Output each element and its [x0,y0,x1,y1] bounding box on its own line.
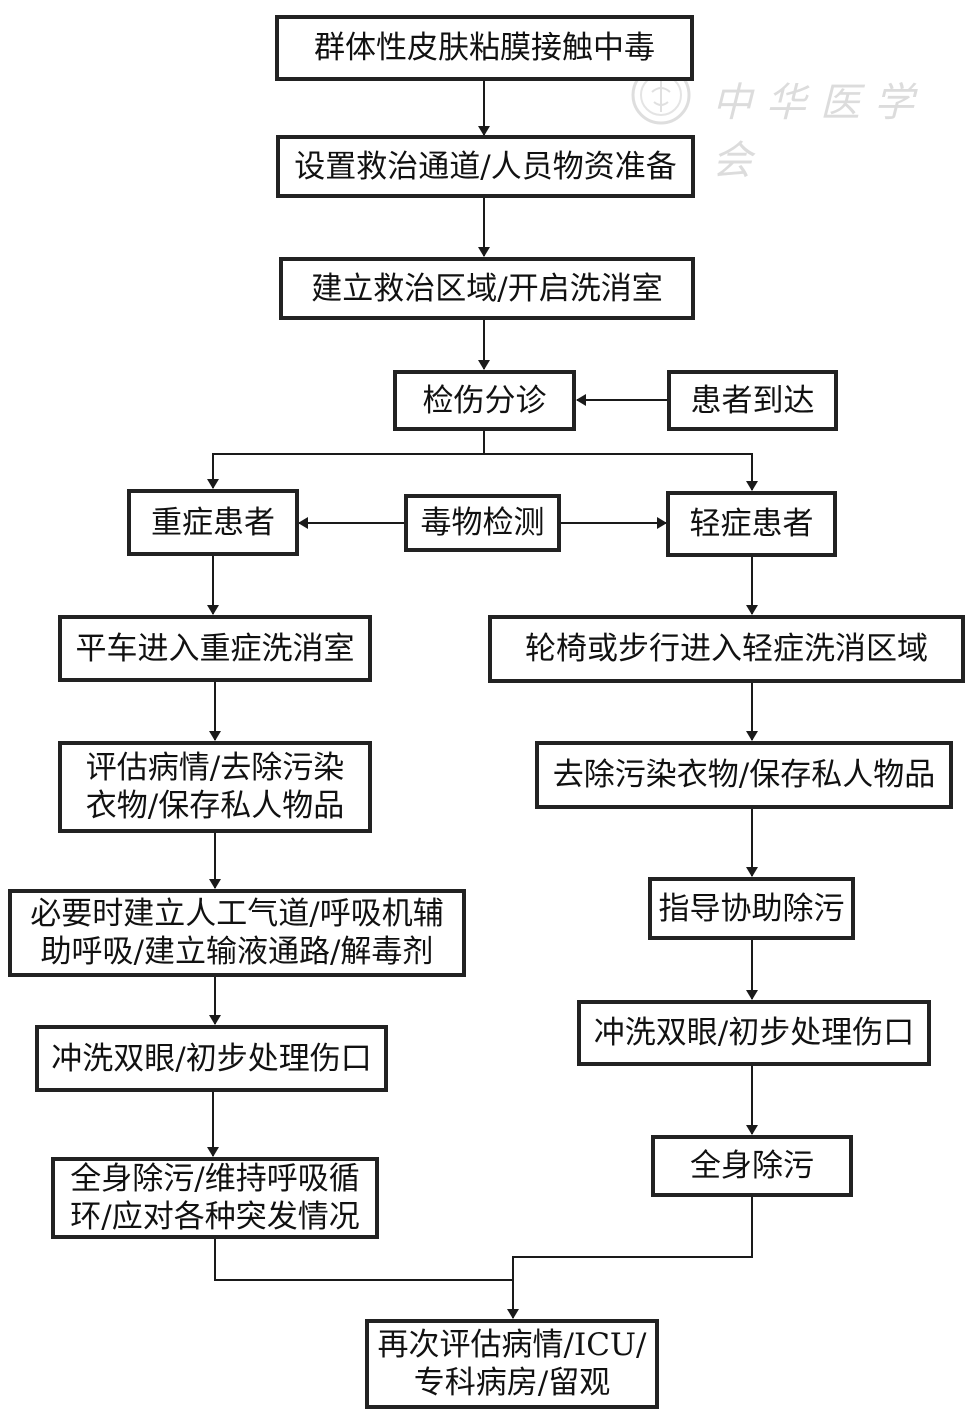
node-final: 再次评估病情/ICU/ 专科病房/留观 [365,1319,659,1409]
node-mild-wash: 冲洗双眼/初步处理伤口 [577,1000,931,1066]
node-severe: 重症患者 [127,489,299,556]
edge-mild-decon-final [507,1196,753,1319]
edge-severe-decon-final [214,1238,513,1281]
node-severe-wash: 冲洗双眼/初步处理伤口 [35,1025,388,1092]
node-severe-decon: 全身除污/维持呼吸循 环/应对各种突发情况 [51,1157,379,1239]
watermark-text: 中华医学会 [712,80,928,184]
node-mild-guide: 指导协助除污 [648,877,855,940]
node-mild-decon: 全身除污 [651,1135,853,1197]
node-zone: 建立救治区域/开启洗消室 [279,257,695,320]
node-severe-support: 必要时建立人工气道/呼吸机辅 助呼吸/建立输液通路/解毒剂 [8,889,466,977]
node-start: 群体性皮肤粘膜接触中毒 [275,15,694,81]
node-toxin-test: 毒物检测 [404,494,561,552]
edge-triage-mild [484,453,758,491]
node-prepare: 设置救治通道/人员物资准备 [276,135,695,198]
node-mild-clothes: 去除污染衣物/保存私人物品 [535,741,953,809]
node-severe-assess: 评估病情/去除污染 衣物/保存私人物品 [58,741,372,833]
edge-triage-severe [207,453,484,489]
node-severe-room: 平车进入重症洗消室 [58,615,372,682]
node-mild: 轻症患者 [666,491,837,557]
node-arrival: 患者到达 [667,370,838,431]
node-mild-room: 轮椅或步行进入轻症洗消区域 [488,615,965,683]
node-triage: 检伤分诊 [393,370,576,431]
